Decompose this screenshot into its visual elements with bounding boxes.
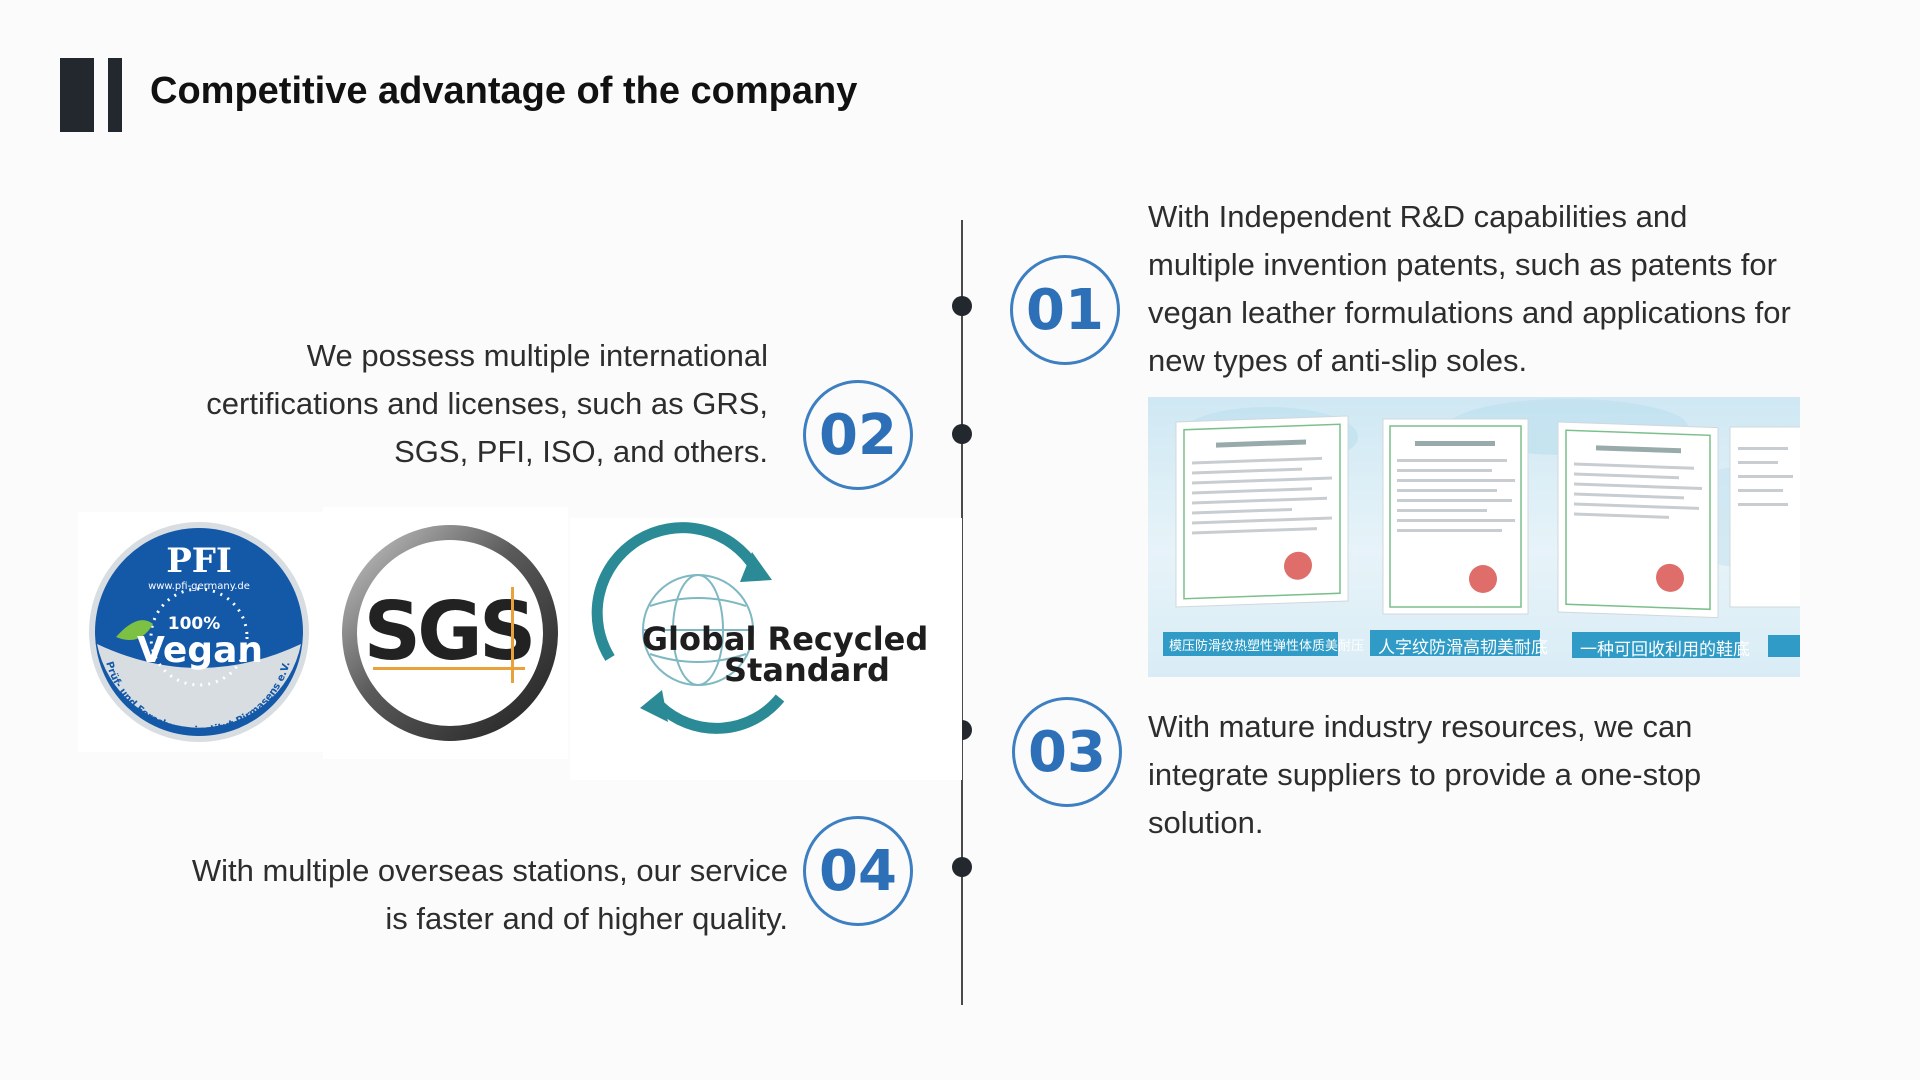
- certificate-3: [1557, 421, 1719, 619]
- item-03-line: solution.: [1148, 805, 1264, 840]
- title-accent-bar-thin: [108, 58, 122, 132]
- pfi-brand-text: PFI: [166, 541, 232, 581]
- leaf-icon: [116, 620, 153, 641]
- globe-arrows-icon: [591, 522, 785, 734]
- certificate-label-1: 模压防滑纹热塑性弹性体质美耐压: [1169, 639, 1365, 654]
- item-01-line: With Independent R&D capabilities and: [1148, 199, 1688, 234]
- number-badge-04: 04: [803, 816, 913, 926]
- item-02-line: SGS, PFI, ISO, and others.: [394, 434, 768, 469]
- item-04-line: is faster and of higher quality.: [385, 901, 788, 936]
- grs-badge: Global Recycled Standard: [591, 522, 929, 734]
- patent-certificates-image: 模压防滑纹热塑性弹性体质美耐压 人字纹防滑高韧美耐底 一种可回收利用的鞋底: [1148, 397, 1800, 677]
- number-badge-02: 02: [803, 380, 913, 490]
- item-04-line: With multiple overseas stations, our ser…: [191, 853, 788, 888]
- sgs-brand-text: SGS: [364, 585, 533, 678]
- grs-logo: Global Recycled Standard: [570, 518, 962, 780]
- grs-line-2: Standard: [724, 651, 890, 689]
- pfi-url-text: www.pfi-germany.de: [148, 581, 250, 592]
- pfi-percent-text: 100%: [168, 614, 221, 634]
- number-badge-03: 03: [1012, 697, 1122, 807]
- grs-line-1: Global Recycled: [642, 620, 929, 658]
- number-badge-01: 01: [1010, 255, 1120, 365]
- item-02-line: certifications and licenses, such as GRS…: [206, 386, 768, 421]
- timeline-line: [961, 220, 963, 1005]
- sgs-badge: SGS: [342, 525, 558, 741]
- item-02-text: We possess multiple international certif…: [120, 332, 768, 476]
- certificate-label-3: 一种可回收利用的鞋底: [1580, 640, 1750, 660]
- timeline-dot-04: [952, 857, 972, 877]
- page-title: Competitive advantage of the company: [150, 70, 858, 112]
- pfi-vegan-badge: PFI www.pfi-germany.de 100% Vegan Prüf- …: [89, 522, 309, 742]
- certificate-1: [1175, 415, 1349, 608]
- item-03-line: With mature industry resources, we can: [1148, 709, 1693, 744]
- item-02-line: We possess multiple international: [306, 338, 768, 373]
- pfi-vegan-logo: PFI www.pfi-germany.de 100% Vegan Prüf- …: [78, 512, 323, 752]
- certificate-label-2: 人字纹防滑高韧美耐底: [1378, 638, 1548, 658]
- item-01-line: multiple invention patents, such as pate…: [1148, 247, 1777, 282]
- certificates-illustration: [1163, 399, 1800, 658]
- timeline-dot-02: [952, 424, 972, 444]
- item-03-text: With mature industry resources, we can i…: [1148, 703, 1848, 847]
- item-01-line: vegan leather formulations and applicati…: [1148, 295, 1791, 330]
- certificate-4: [1729, 426, 1800, 608]
- sgs-logo: SGS: [323, 507, 568, 759]
- item-01-text: With Independent R&D capabilities and mu…: [1148, 193, 1848, 385]
- item-04-text: With multiple overseas stations, our ser…: [100, 847, 788, 943]
- pfi-vegan-text: Vegan: [137, 630, 263, 671]
- title-accent-bar: [60, 58, 94, 132]
- item-01-line: new types of anti-slip soles.: [1148, 343, 1528, 378]
- item-03-line: integrate suppliers to provide a one-sto…: [1148, 757, 1702, 792]
- timeline-dot-01: [952, 296, 972, 316]
- certificate-2: [1382, 418, 1529, 615]
